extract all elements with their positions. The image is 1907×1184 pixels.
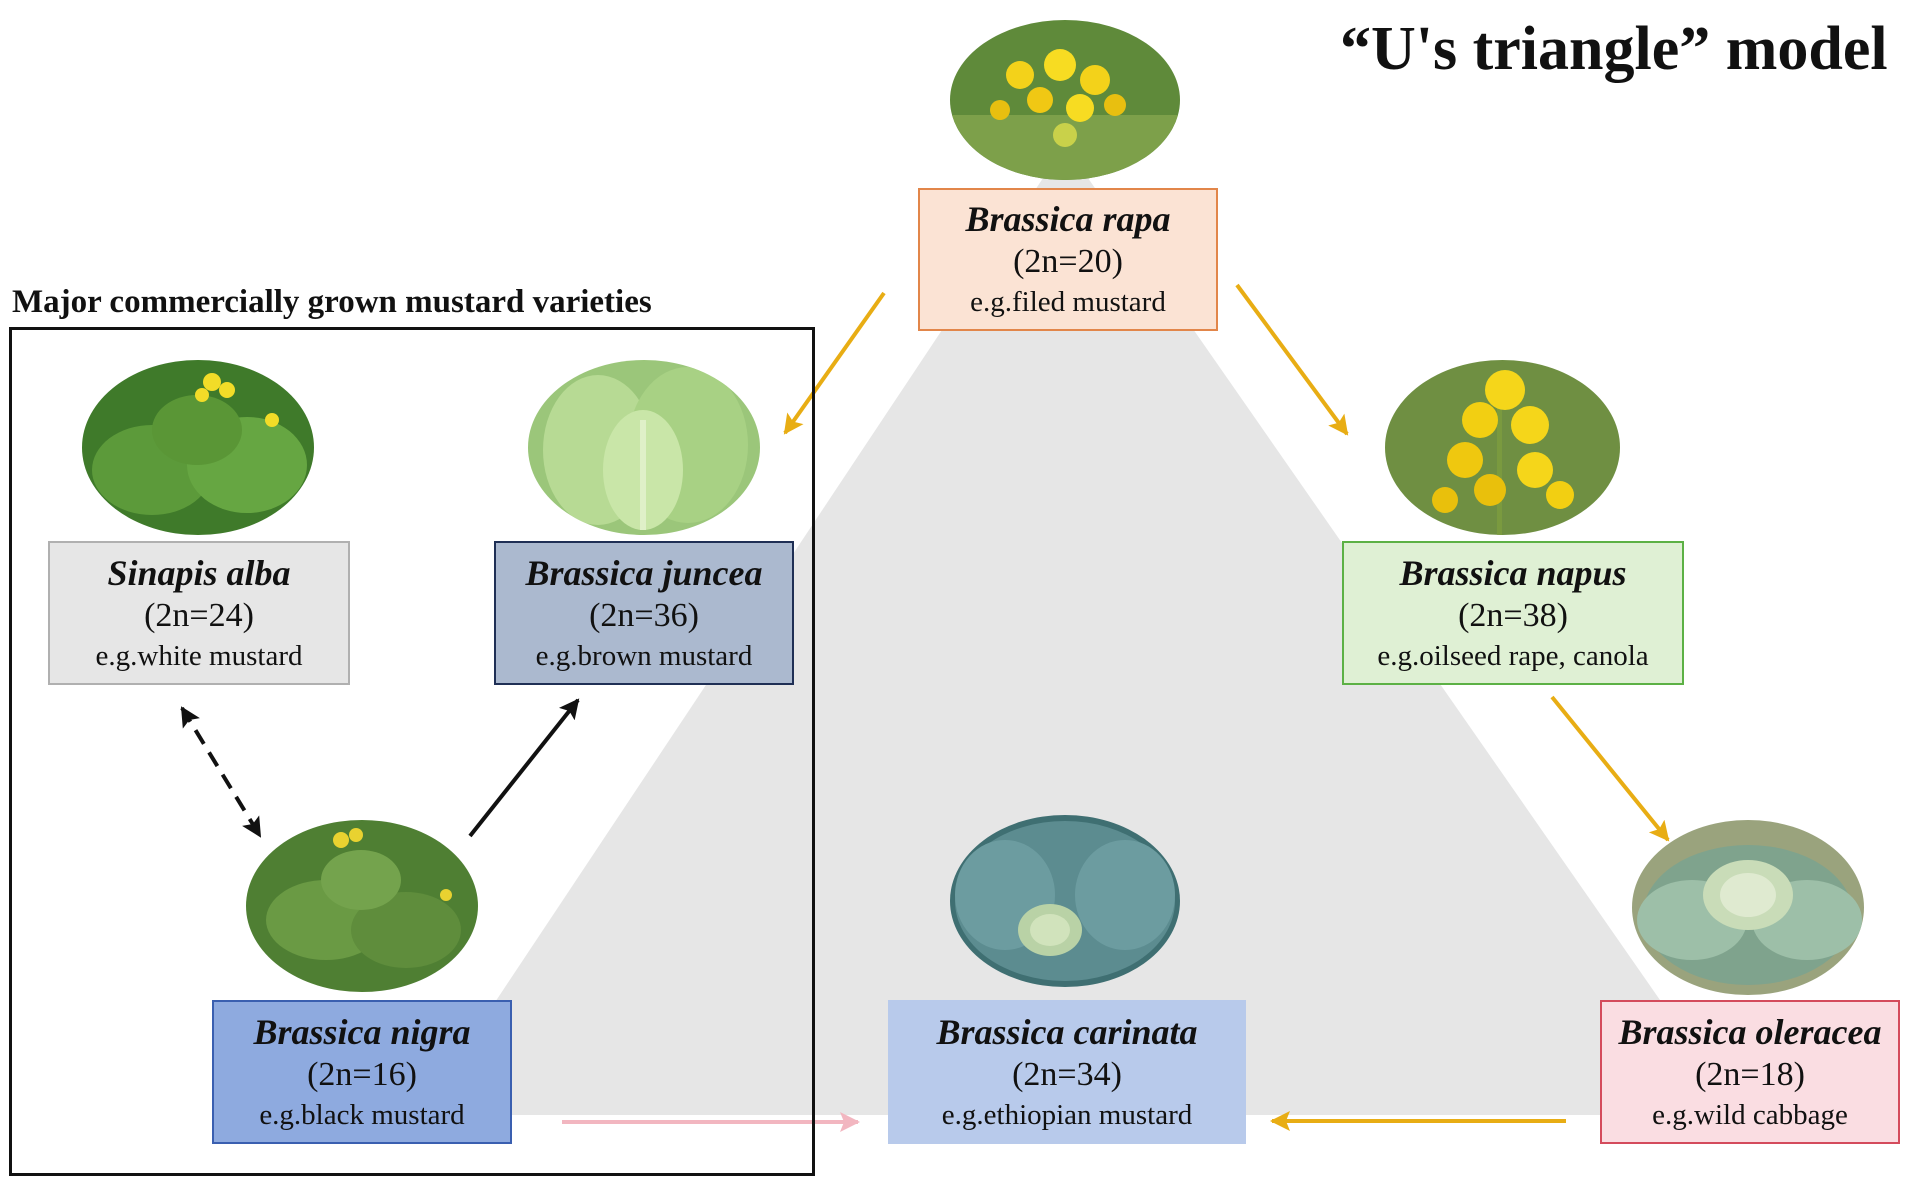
species-box-nigra: Brassica nigra (2n=16) e.g.black mustard: [212, 1000, 512, 1144]
mustard-leaves-icon: [82, 360, 314, 535]
yellow-flowers-icon: [950, 20, 1180, 180]
mustard-leaves-icon: [246, 820, 478, 992]
nigra-photo: [246, 820, 478, 992]
species-name: Brassica juncea: [525, 552, 763, 593]
diagram-title: “U's triangle” model: [1340, 15, 1888, 83]
oleracea-photo: [1632, 820, 1864, 995]
group-title: Major commercially grown mustard varieti…: [12, 284, 652, 320]
species-example: e.g.white mustard: [95, 639, 303, 672]
triangle-background: [420, 145, 1740, 1115]
species-box-oleracea: Brassica oleracea (2n=18) e.g.wild cabba…: [1600, 1000, 1900, 1144]
species-example: e.g.black mustard: [259, 1098, 465, 1131]
carinata-photo: [950, 815, 1180, 987]
species-name: Brassica oleracea: [1618, 1011, 1882, 1052]
species-box-juncea: Brassica juncea (2n=36) e.g.brown mustar…: [494, 541, 794, 685]
arrow-napus-to-oleracea: [1550, 695, 1670, 842]
species-name: Brassica rapa: [965, 199, 1171, 239]
chromosome-count: (2n=34): [1012, 1055, 1122, 1093]
alba-photo: [82, 360, 314, 535]
species-example: e.g.brown mustard: [535, 639, 753, 672]
chromosome-count: (2n=36): [589, 596, 699, 634]
species-example: e.g.oilseed rape, canola: [1377, 639, 1649, 672]
species-example: e.g.ethiopian mustard: [941, 1098, 1193, 1131]
mustard-group-frame: [9, 327, 815, 1176]
napus-photo: [1385, 360, 1620, 535]
species-name: Brassica napus: [1399, 552, 1627, 593]
yellow-flowers-icon: [1385, 360, 1620, 535]
species-box-rapa: Brassica rapa (2n=20) e.g.filed mustard: [918, 188, 1218, 331]
species-box-carinata: Brassica carinata (2n=34) e.g.ethiopian …: [888, 1000, 1246, 1144]
rapa-photo: [950, 20, 1180, 180]
juncea-photo: [528, 360, 760, 535]
arrow-nigra-to-juncea: [468, 698, 580, 838]
species-name: Sinapis alba: [107, 552, 291, 593]
chromosome-count: (2n=38): [1458, 596, 1568, 634]
chromosome-count: (2n=16): [307, 1055, 417, 1093]
species-example: e.g.wild cabbage: [1652, 1098, 1848, 1131]
species-box-napus: Brassica napus (2n=38) e.g.oilseed rape,…: [1342, 541, 1684, 685]
species-example: e.g.filed mustard: [970, 286, 1166, 318]
species-name: Brassica carinata: [936, 1011, 1198, 1052]
chromosome-count: (2n=18): [1695, 1055, 1805, 1093]
chromosome-count: (2n=24): [144, 596, 254, 634]
cabbage-icon: [1632, 820, 1864, 995]
arrow-rapa-to-juncea: [783, 291, 886, 435]
species-box-alba: Sinapis alba (2n=24) e.g.white mustard: [48, 541, 350, 685]
chromosome-count: (2n=20): [1013, 243, 1123, 280]
cabbage-icon: [950, 815, 1180, 987]
leafy-greens-icon: [528, 360, 760, 535]
arrow-rapa-to-napus: [1235, 283, 1349, 436]
species-name: Brassica nigra: [253, 1011, 471, 1052]
